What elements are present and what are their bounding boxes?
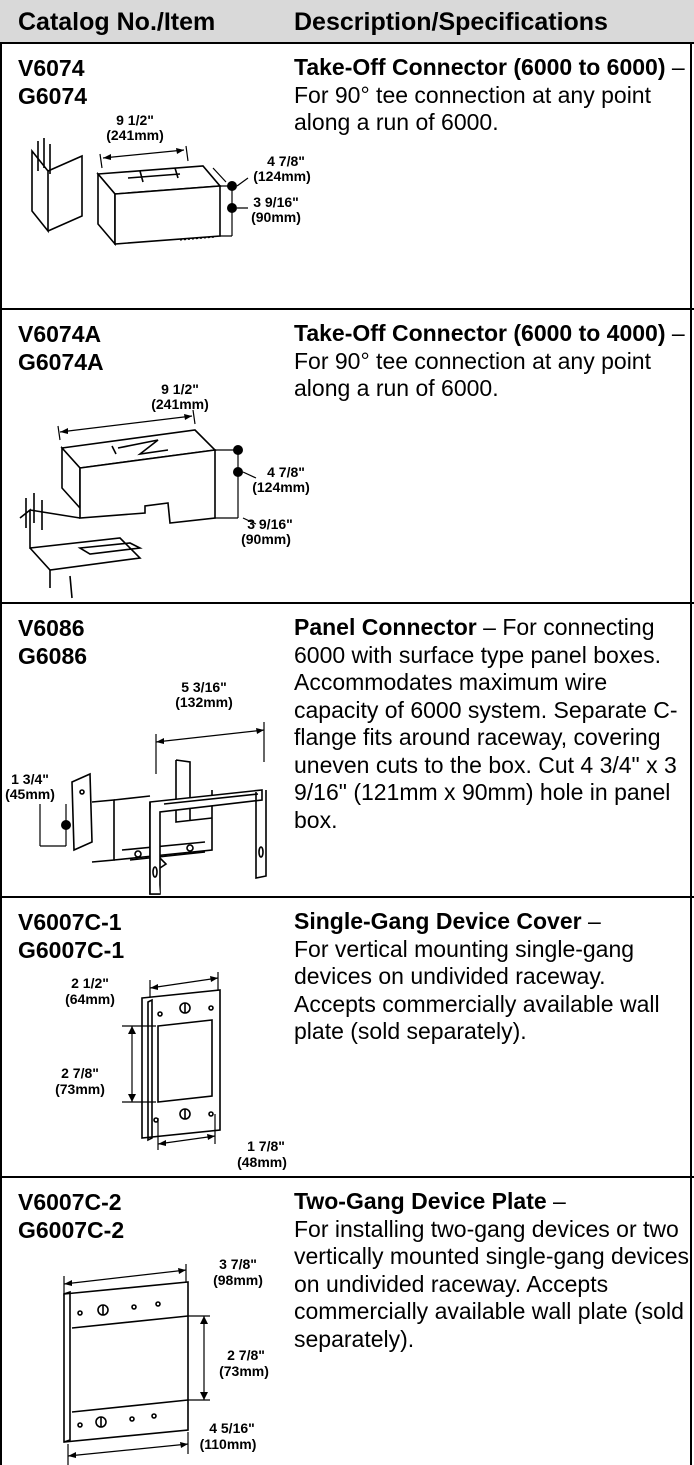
dimension-label: 9 1/2" [116, 112, 154, 128]
dimension-label: 5 3/16" [181, 679, 227, 695]
catalog-number: G6074A [18, 349, 104, 375]
item-description: Take-Off Connector (6000 to 4000) – For … [294, 320, 692, 403]
catalog-number: V6086 [18, 615, 85, 641]
item-description: Single-Gang Device Cover – For vertical … [294, 908, 692, 1046]
item-body: For installing two-gang devices or two v… [294, 1215, 690, 1352]
table-row: V6007C-2 G6007C-2 Two-Gang Device Plate … [0, 1178, 694, 1465]
dimension-label: (241mm) [106, 127, 164, 143]
dimension-label: 2 1/2" [71, 975, 109, 991]
item-description: Panel Connector – For connecting 6000 wi… [294, 614, 692, 834]
column-header-catalog: Catalog No./Item [18, 8, 216, 36]
item-body: For vertical mounting single-gang device… [294, 935, 660, 1045]
title-dash: – [665, 320, 685, 346]
table-row: V6074 G6074 Take-Off Connector (6000 to … [0, 44, 694, 310]
catalog-numbers: V6074 G6074 [18, 54, 87, 110]
two-gang-plate-diagram: 3 7/8" (98mm) 2 7/8" (73mm) 4 5/16" (110… [63, 1256, 269, 1465]
dimension-label: 2 7/8" [227, 1347, 265, 1363]
catalog-number: G6007C-1 [18, 937, 125, 963]
take-off-connector-4000-diagram: 9 1/2" (241mm) 4 7/8" (124mm) 3 9/16" (9… [19, 381, 310, 599]
table-header: Catalog No./Item Description/Specificati… [0, 0, 694, 44]
catalog-numbers: V6007C-1 G6007C-1 [18, 908, 124, 964]
catalog-number: V6007C-2 [18, 1189, 122, 1215]
dimension-label: 3 7/8" [219, 1256, 257, 1272]
dimension-label: 4 5/16" [209, 1420, 255, 1436]
dimension-label: (73mm) [55, 1081, 105, 1097]
dimension-label: (48mm) [237, 1154, 287, 1170]
item-title: Take-Off Connector (6000 to 6000) [294, 54, 666, 80]
item-body: For connecting 6000 with surface type pa… [294, 614, 678, 833]
catalog-numbers: V6074A G6074A [18, 320, 104, 376]
dimension-label: (45mm) [5, 786, 55, 802]
title-dash: – [581, 908, 601, 934]
dimension-label: 4 7/8" [267, 464, 305, 480]
dimension-label: (64mm) [65, 991, 115, 1007]
dimension-label: 3 9/16" [253, 194, 299, 210]
item-title: Panel Connector [294, 614, 477, 640]
title-dash: – [665, 54, 685, 80]
dimension-label: 2 7/8" [61, 1065, 99, 1081]
item-body: For 90° tee connection at any point alon… [294, 347, 651, 402]
dimension-label: (124mm) [253, 168, 311, 184]
dimension-label: (124mm) [252, 479, 310, 495]
panel-connector-diagram: 5 3/16" (132mm) 1 3/4" (45mm) [5, 679, 267, 895]
dimension-label: (90mm) [251, 209, 301, 225]
single-gang-cover-diagram: 2 1/2" (64mm) 2 7/8" (73mm) 1 7/8" (48mm… [55, 972, 287, 1170]
take-off-connector-diagram: 9 1/2" (241mm) 4 7/8" (124mm) 3 9/16" (9… [31, 112, 311, 247]
item-title: Single-Gang Device Cover [294, 908, 582, 934]
column-header-description: Description/Specifications [294, 8, 608, 36]
item-description: Two-Gang Device Plate – For installing t… [294, 1188, 692, 1353]
catalog-number: G6074 [18, 83, 88, 109]
item-description: Take-Off Connector (6000 to 6000) – For … [294, 54, 692, 137]
item-title: Two-Gang Device Plate [294, 1188, 547, 1214]
dimension-label: 1 3/4" [11, 771, 49, 787]
catalog-numbers: V6007C-2 G6007C-2 [18, 1188, 124, 1244]
dimension-label: 1 7/8" [247, 1138, 285, 1154]
catalog-number: G6007C-2 [18, 1217, 125, 1243]
dimension-label: (132mm) [175, 694, 233, 710]
dimension-label: (110mm) [200, 1436, 257, 1452]
dimension-label: 9 1/2" [161, 381, 199, 397]
dimension-label: 3 9/16" [247, 516, 293, 532]
table-row: V6074A G6074A Take-Off Connector (6000 t… [0, 310, 694, 604]
dimension-label: (90mm) [241, 531, 291, 547]
catalog-number: V6074A [18, 321, 102, 347]
item-title: Take-Off Connector (6000 to 4000) [294, 320, 666, 346]
dimension-label: 4 7/8" [267, 153, 305, 169]
dimension-label: (241mm) [151, 396, 209, 412]
table-row: V6086 G6086 Panel Connector – For connec… [0, 604, 694, 898]
catalog-number: V6007C-1 [18, 909, 122, 935]
item-body: For 90° tee connection at any point alon… [294, 81, 651, 136]
catalog-number: V6074 [18, 55, 85, 81]
catalog-number: G6086 [18, 643, 88, 669]
catalog-numbers: V6086 G6086 [18, 614, 87, 670]
dimension-label: (73mm) [219, 1363, 269, 1379]
dimension-label: (98mm) [213, 1272, 263, 1288]
title-dash: – [476, 614, 503, 640]
table-row: V6007C-1 G6007C-1 Single-Gang Device Cov… [0, 898, 694, 1178]
title-dash: – [546, 1188, 566, 1214]
